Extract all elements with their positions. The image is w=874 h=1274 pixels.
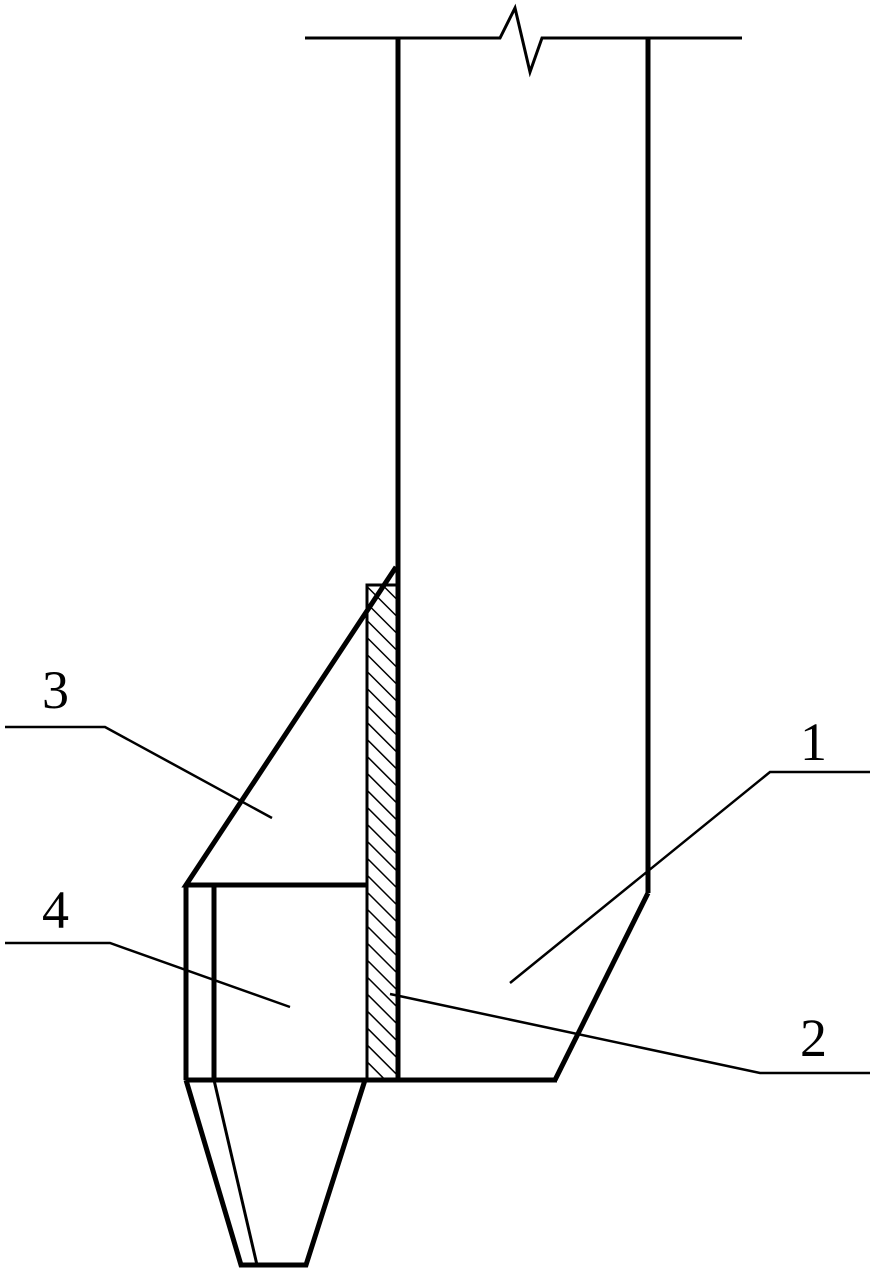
leader-1 bbox=[509, 770, 870, 984]
label-2: 2 bbox=[800, 1008, 827, 1068]
shaft-chamfer bbox=[552, 891, 651, 1082]
label-4: 4 bbox=[42, 880, 69, 940]
leader-2 bbox=[389, 992, 870, 1075]
wedge-outline bbox=[181, 565, 399, 888]
hatched-plate bbox=[365, 583, 400, 1082]
label-3: 3 bbox=[42, 660, 69, 720]
break-line bbox=[305, 3, 742, 78]
tip-inner-edge bbox=[212, 1079, 259, 1266]
label-1: 1 bbox=[800, 712, 827, 772]
leader-3 bbox=[5, 725, 273, 820]
tip-outline bbox=[183, 1079, 368, 1268]
leader-4 bbox=[5, 941, 291, 1009]
